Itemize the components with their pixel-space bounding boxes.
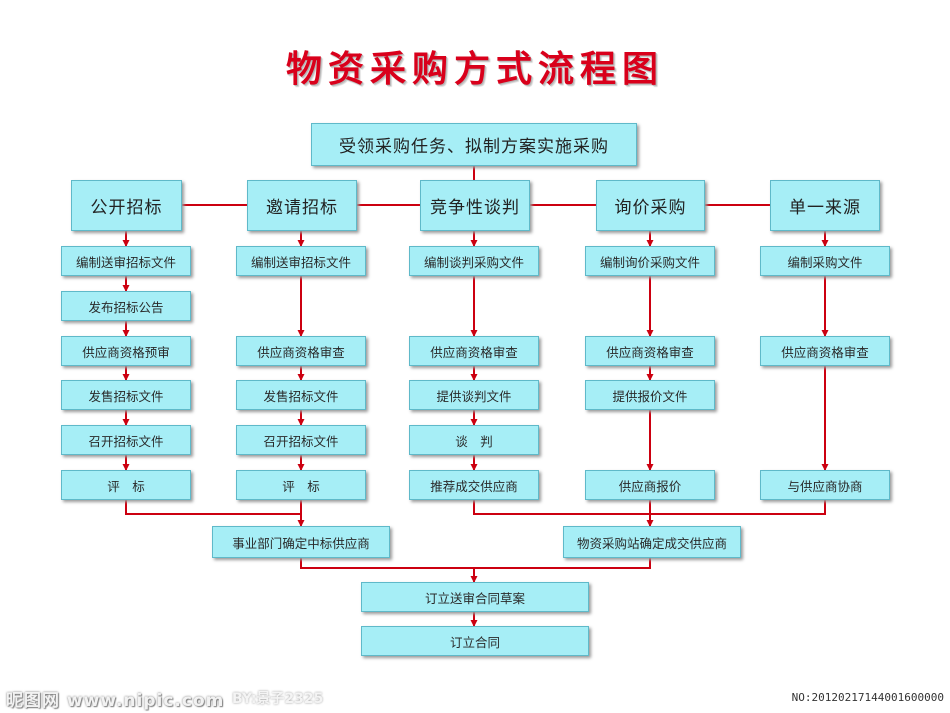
watermark-bar: 昵图网 www.nipic.com BY:景子2325 NO:201202171… [0, 682, 950, 713]
step-box: 召开招标文件 [236, 425, 366, 455]
task-receipt-box: 受领采购任务、拟制方案实施采购 [311, 123, 637, 166]
image-number: NO:20120217144001600000 [791, 691, 944, 704]
watermark-site: 昵图网 www.nipic.com [6, 691, 225, 711]
step-box: 与供应商协商 [760, 470, 890, 500]
diagram-title: 物资采购方式流程图 [285, 48, 664, 90]
step-box: 供应商资格审查 [760, 336, 890, 366]
connector-merge [300, 558, 651, 569]
step-box: 推荐成交供应商 [409, 470, 539, 500]
draft-contract-box: 订立送审合同草案 [361, 582, 589, 612]
watermark-author: BY:景子2325 [232, 691, 324, 707]
method-competitive-negotiation: 竞争性谈判 [420, 180, 530, 231]
step-box: 提供谈判文件 [409, 380, 539, 410]
step-box: 发售招标文件 [61, 380, 191, 410]
step-box: 供应商报价 [585, 470, 715, 500]
method-invited-tender: 邀请招标 [247, 180, 357, 231]
step-box: 供应商资格预审 [61, 336, 191, 366]
step-box: 评 标 [236, 470, 366, 500]
sign-contract-box: 订立合同 [361, 626, 589, 656]
step-box: 编制谈判采购文件 [409, 246, 539, 276]
merge-right-box: 物资采购站确定成交供应商 [563, 526, 741, 558]
method-open-tender: 公开招标 [71, 180, 182, 231]
step-box: 编制送审招标文件 [61, 246, 191, 276]
merge-left-box: 事业部门确定中标供应商 [212, 526, 390, 558]
method-single-source: 单一来源 [770, 180, 880, 231]
step-box: 提供报价文件 [585, 380, 715, 410]
step-box: 编制询价采购文件 [585, 246, 715, 276]
step-box: 召开招标文件 [61, 425, 191, 455]
step-box: 供应商资格审查 [409, 336, 539, 366]
step-box: 谈 判 [409, 425, 539, 455]
method-inquiry-purchase: 询价采购 [596, 180, 705, 231]
step-box: 发售招标文件 [236, 380, 366, 410]
step-box: 评 标 [61, 470, 191, 500]
step-box: 发布招标公告 [61, 291, 191, 321]
step-box: 供应商资格审查 [585, 336, 715, 366]
step-box: 编制送审招标文件 [236, 246, 366, 276]
connector-merge [125, 500, 301, 515]
step-box: 编制采购文件 [760, 246, 890, 276]
step-box: 供应商资格审查 [236, 336, 366, 366]
